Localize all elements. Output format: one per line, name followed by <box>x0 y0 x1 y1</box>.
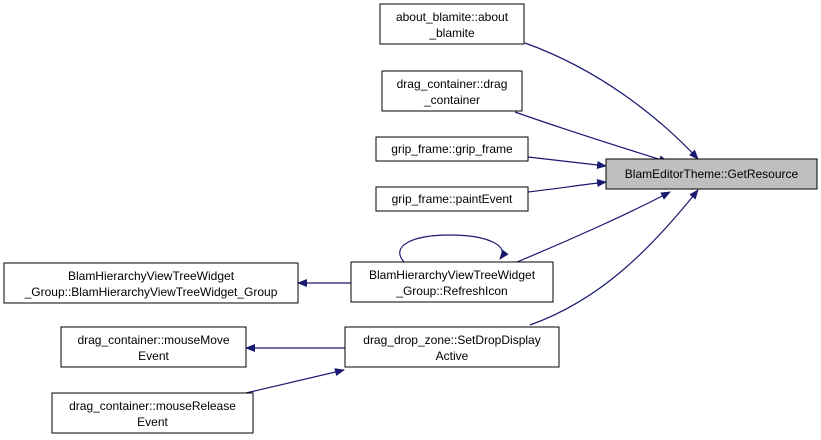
node-label: _Group::BlamHierarchyViewTreeWidget_Grou… <box>24 285 278 299</box>
node-label: _blamite <box>428 26 475 40</box>
node-label: Event <box>137 415 168 429</box>
node-mouse-move[interactable]: drag_container::mouseMove Event <box>60 326 247 368</box>
edge-refresh-icon-self-loop <box>399 234 509 263</box>
node-label: grip_frame::paintEvent <box>392 192 513 206</box>
node-label: drag_drop_zone::SetDropDisplay <box>363 333 540 347</box>
node-label: _container <box>423 93 480 107</box>
node-label: Active <box>436 349 469 363</box>
node-mouse-release[interactable]: drag_container::mouseRelease Event <box>51 392 254 434</box>
node-label: BlamHierarchyViewTreeWidget <box>68 269 235 283</box>
edge-about-blamite-to-get-resource <box>524 42 699 160</box>
node-label: BlamHierarchyViewTreeWidget <box>369 268 536 282</box>
node-about-blamite[interactable]: about_blamite::about _blamite <box>379 3 525 45</box>
node-label: _Group::RefreshIcon <box>395 284 507 298</box>
node-refresh-icon[interactable]: BlamHierarchyViewTreeWidget _Group::Refr… <box>350 261 554 303</box>
node-grip-frame-paint[interactable]: grip_frame::paintEvent <box>375 186 529 212</box>
node-label: Event <box>138 349 169 363</box>
node-hierarchy-ctor[interactable]: BlamHierarchyViewTreeWidget _Group::Blam… <box>3 262 299 304</box>
node-get-resource[interactable]: BlamEditorTheme::GetResource <box>605 158 818 190</box>
edge-drag-container-to-get-resource <box>514 111 669 164</box>
node-label: about_blamite::about <box>396 10 509 24</box>
edge-paint-event-to-get-resource <box>527 179 607 193</box>
node-set-drop-display[interactable]: drag_drop_zone::SetDropDisplay Active <box>344 326 560 368</box>
edge-set-drop-display-to-mouse-release <box>245 368 345 394</box>
edge-refresh-icon-to-get-resource <box>516 191 671 263</box>
node-drag-container-ctor[interactable]: drag_container::drag _container <box>381 70 523 112</box>
node-grip-frame-ctor[interactable]: grip_frame::grip_frame <box>375 136 529 162</box>
node-label: drag_container::drag <box>397 77 508 91</box>
node-label: grip_frame::grip_frame <box>391 142 513 156</box>
node-label: drag_container::mouseRelease <box>69 399 236 413</box>
edge-grip-frame-to-get-resource <box>527 156 607 169</box>
node-label: drag_container::mouseMove <box>77 333 229 347</box>
node-label: BlamEditorTheme::GetResource <box>625 167 799 181</box>
edge-set-drop-display-to-get-resource <box>529 189 699 326</box>
